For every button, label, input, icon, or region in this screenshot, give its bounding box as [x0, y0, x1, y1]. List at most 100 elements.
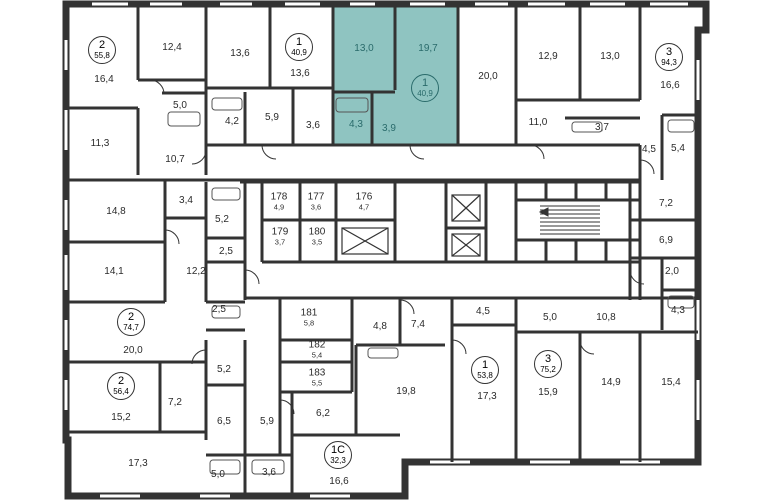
room-area-label: 4,3 [671, 305, 685, 316]
fixtures [167, 97, 695, 475]
storage-area: 3,5 [311, 237, 323, 247]
room-area-label: 7,2 [168, 397, 182, 408]
storage-number: 180 [308, 226, 326, 238]
interior-walls [66, 4, 698, 496]
room-area-label: 15,4 [661, 377, 681, 388]
room-area-label: 13,6 [230, 48, 250, 59]
room-area-label: 2,5 [212, 304, 226, 315]
apartment-rooms: 3 [665, 46, 673, 58]
apartment-area: 53,8 [477, 371, 493, 380]
room-area-label: 7,4 [411, 319, 425, 330]
room-area-label: 4,5 [476, 306, 490, 317]
doors [149, 79, 655, 415]
storage-area: 3,6 [310, 202, 322, 212]
storage-unit[interactable]: 177 3,6 [308, 192, 325, 212]
room-area-label: 20,0 [478, 71, 498, 82]
room-area-label: 3,6 [306, 120, 320, 131]
room-area-label: 3,6 [262, 467, 276, 478]
room-area-label: 5,9 [260, 416, 274, 427]
apartment-area: 40,9 [417, 89, 433, 98]
apartment-badge[interactable]: 1С 32,3 [324, 441, 352, 469]
apartment-rooms: 2 [98, 39, 106, 51]
room-area-label: 17,3 [477, 391, 497, 402]
room-area-label: 16,6 [660, 80, 680, 91]
room-area-label: 6,5 [217, 416, 231, 427]
room-area-label: 16,4 [94, 74, 114, 85]
apartment-rooms: 1 [481, 359, 489, 371]
apartment-area: 40,9 [291, 48, 307, 57]
room-area-label: 4,3 [349, 119, 363, 130]
storage-area: 3,7 [274, 237, 286, 247]
storage-unit[interactable]: 182 5,4 [309, 340, 326, 360]
storage-area: 5,8 [303, 318, 315, 328]
storage-unit[interactable]: 181 5,8 [300, 307, 318, 328]
room-area-label: 13,0 [600, 51, 620, 62]
storage-unit[interactable]: 180 3,5 [308, 226, 326, 247]
apartment-area: 75,2 [540, 365, 556, 374]
room-area-label: 10,8 [596, 312, 616, 323]
room-area-label: 7,2 [659, 198, 673, 209]
room-area-label: 6,2 [316, 408, 330, 419]
apartment-badge[interactable]: 3 94,3 [655, 43, 683, 71]
room-area-label: 5,2 [215, 214, 229, 225]
room-area-label: 13,6 [290, 68, 310, 79]
room-area-label: 5,0 [211, 469, 225, 480]
apartment-badge[interactable]: 2 56,4 [107, 372, 135, 400]
apartment-badge[interactable]: 3 75,2 [534, 350, 562, 378]
apartment-badge[interactable]: 1 53,8 [471, 356, 499, 384]
room-area-label: 4,8 [373, 321, 387, 332]
room-area-label: 5,2 [217, 364, 231, 375]
room-area-label: 12,4 [162, 42, 182, 53]
room-area-label: 5,0 [173, 100, 187, 111]
room-area-label: 11,3 [90, 138, 110, 149]
storage-area: 5,5 [311, 378, 323, 388]
apartment-area: 55,8 [94, 51, 110, 60]
storage-number: 183 [308, 367, 326, 379]
windows [64, 2, 700, 498]
room-area-label: 11,0 [528, 117, 548, 128]
room-area-label: 14,8 [106, 206, 126, 217]
room-area-label: 17,3 [128, 458, 148, 469]
room-area-label: 14,9 [601, 377, 621, 388]
storage-area: 4,7 [358, 202, 370, 212]
room-area-label: 4,5 [642, 144, 656, 155]
outer-walls [62, 0, 710, 500]
storage-number: 178 [270, 191, 288, 203]
staircase [538, 205, 600, 235]
storage-unit[interactable]: 179 3,7 [272, 227, 289, 247]
room-area-label: 5,9 [265, 112, 279, 123]
room-area-label: 4,2 [225, 116, 239, 127]
room-area-label: 2,5 [219, 246, 233, 257]
room-area-label: 19,7 [418, 43, 438, 54]
apartment-badge[interactable]: 2 55,8 [88, 36, 116, 64]
room-area-label: 3,9 [382, 123, 396, 134]
storage-unit[interactable]: 176 4,7 [355, 191, 373, 212]
apartment-rooms: 1С [330, 444, 346, 456]
room-area-label: 16,6 [329, 476, 349, 487]
room-area-label: 5,4 [671, 143, 685, 154]
room-area-label: 20,0 [123, 345, 143, 356]
room-area-label: 10,7 [165, 154, 185, 165]
room-area-label: 12,2 [186, 266, 206, 277]
storage-number: 181 [300, 307, 318, 319]
apartment-badge-selected[interactable]: 1 40,9 [411, 74, 439, 102]
apartment-badge[interactable]: 1 40,9 [285, 33, 313, 61]
apartment-area: 32,3 [330, 456, 346, 465]
storage-unit[interactable]: 178 4,9 [270, 191, 288, 212]
elevator-shafts [341, 194, 481, 257]
storage-area: 4,9 [273, 202, 285, 212]
apartment-rooms: 1 [421, 77, 429, 89]
room-area-label: 19,8 [396, 386, 416, 397]
storage-unit[interactable]: 183 5,5 [308, 367, 326, 388]
room-area-label: 3,4 [179, 195, 193, 206]
apartment-rooms: 2 [117, 375, 125, 387]
room-area-label: 3,7 [595, 122, 609, 133]
apartment-badge[interactable]: 2 74,7 [117, 308, 145, 336]
room-area-label: 2,0 [665, 266, 679, 277]
apartment-area: 56,4 [113, 387, 129, 396]
storage-area: 5,4 [311, 350, 323, 360]
room-area-label: 12,9 [538, 51, 558, 62]
room-area-label: 14,1 [104, 266, 124, 277]
storage-number: 176 [355, 191, 373, 203]
